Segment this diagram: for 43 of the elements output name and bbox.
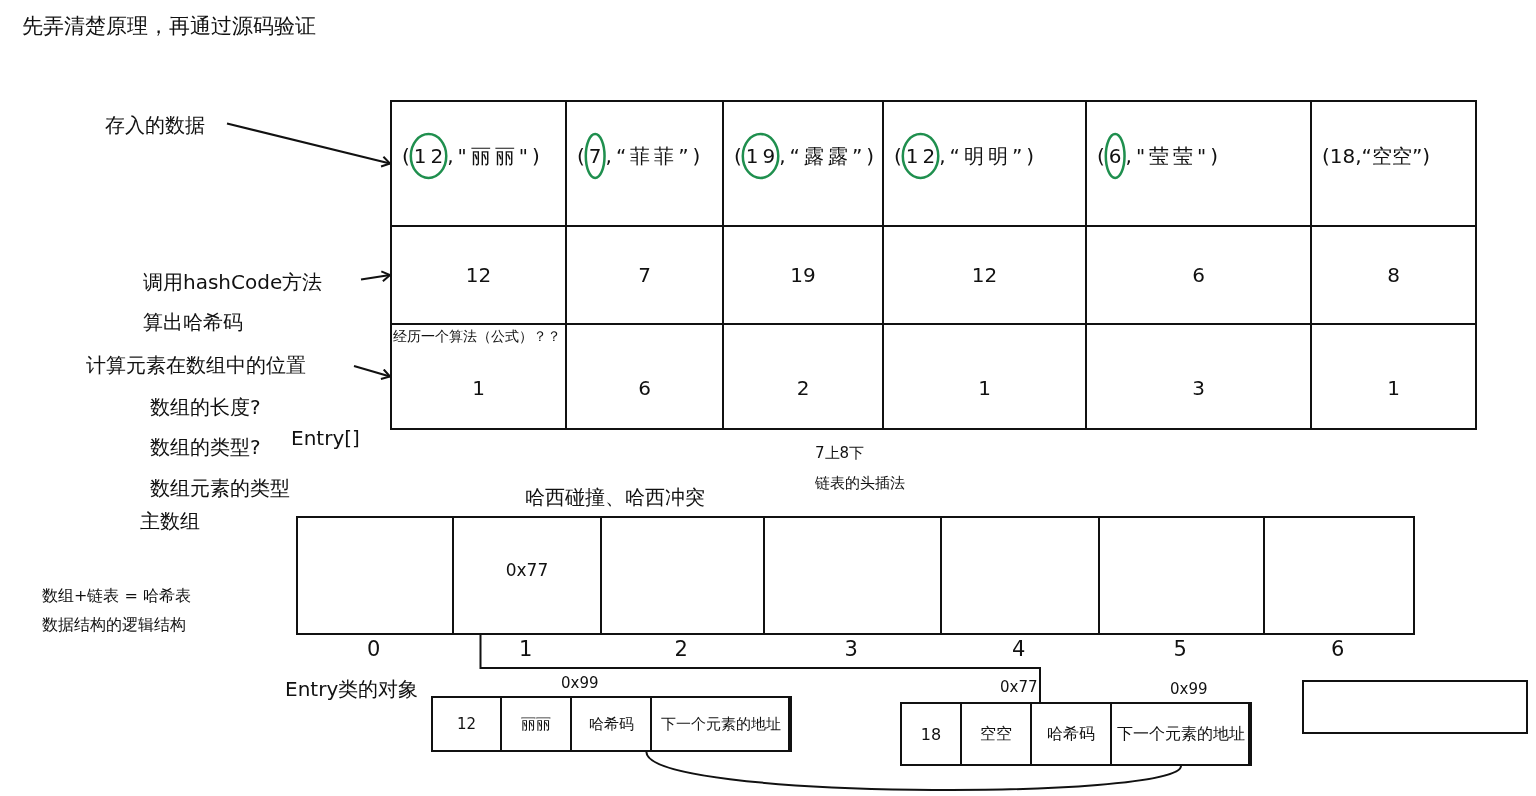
note-text: 链表的头插法 (815, 474, 905, 493)
note-text: 主数组 (140, 508, 200, 535)
arrow (226, 122, 391, 168)
note-text: 数组的长度? (150, 394, 261, 421)
table-cell: (18,“空空”) (1310, 100, 1477, 227)
index-label: 5 (1173, 637, 1187, 661)
arrow (353, 365, 391, 381)
index-label: 4 (1012, 637, 1026, 661)
note-text: 经历一个算法（公式）？？ (393, 328, 561, 346)
index-label: 0 (367, 637, 381, 661)
note-text: 数组的类型? (150, 434, 261, 461)
address-label: 0x99 (1170, 680, 1208, 698)
note-text: 数组元素的类型 (150, 475, 290, 502)
index-label: 6 (1331, 637, 1345, 661)
annotation-text: 存入的数据 (105, 110, 227, 140)
title: 先弄清楚原理，再通过源码验证 (22, 13, 316, 40)
note-text: 7上8下 (815, 444, 865, 463)
array-slot (1098, 516, 1265, 635)
index-label: 1 (519, 637, 533, 661)
array-slot (940, 516, 1100, 635)
array-slot: 0x77 (452, 516, 602, 635)
note-text: 数据结构的逻辑结构 (42, 615, 186, 636)
table-cell: 1 (1310, 323, 1477, 430)
array-slot (600, 516, 765, 635)
connector-line (479, 634, 1041, 703)
note-text: 哈西碰撞、哈西冲突 (525, 484, 705, 511)
address-label: 0x99 (561, 674, 599, 692)
address-label: 0x77 (1000, 678, 1038, 696)
connector-line (645, 751, 1182, 791)
note-text: Entry[] (291, 426, 360, 450)
entry-object-box (431, 696, 790, 752)
entry-object-box (900, 702, 1250, 766)
arrow (360, 270, 391, 283)
index-label: 2 (674, 637, 688, 661)
array-slot (1263, 516, 1415, 635)
note-text: 数组+链表 = 哈希表 (42, 586, 191, 607)
annotation-text: 调用hashCode方法 算出哈希码 (143, 262, 361, 342)
annotation-text: 计算元素在数组中的位置 (86, 350, 354, 382)
note-text: Entry类的对象 (285, 676, 419, 703)
index-label: 3 (844, 637, 858, 661)
array-slot (763, 516, 942, 635)
array-slot (296, 516, 454, 635)
empty-box (1302, 680, 1528, 734)
